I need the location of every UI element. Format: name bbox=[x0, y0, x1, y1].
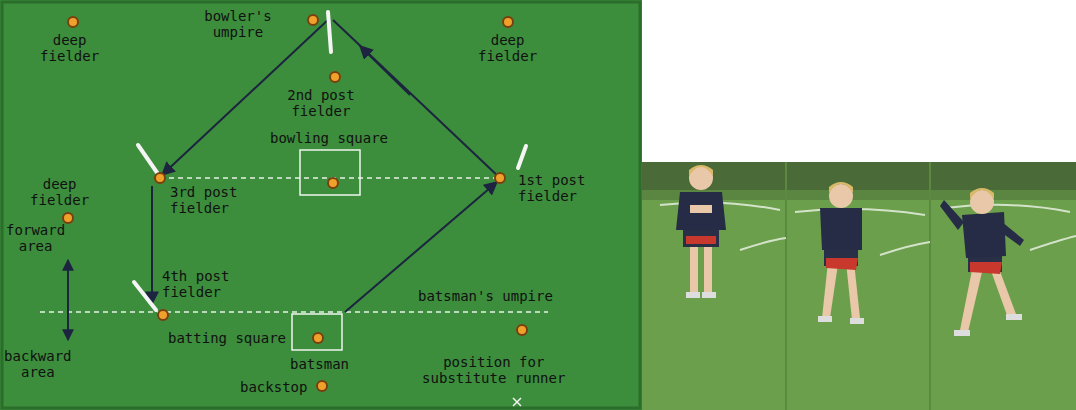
field-label: batsman's umpire bbox=[418, 288, 553, 304]
area-arrow bbox=[67, 260, 69, 340]
dashed-line bbox=[40, 311, 548, 313]
field-label: batsman bbox=[290, 356, 349, 372]
field bbox=[0, 0, 642, 410]
field-label: 1st post fielder bbox=[518, 172, 594, 204]
field-label: deep fielder bbox=[38, 32, 101, 64]
running-track bbox=[152, 18, 500, 312]
post bbox=[134, 12, 526, 310]
field-label: 3rd post fielder bbox=[170, 184, 246, 216]
fielder-dot bbox=[63, 15, 527, 391]
field-label: bowling square bbox=[270, 130, 388, 146]
field-label: position for substitute runner bbox=[420, 354, 568, 386]
field-label: 4th post fielder bbox=[162, 268, 238, 300]
field-label: deep fielder bbox=[476, 32, 539, 64]
field-label: backward area bbox=[2, 348, 74, 380]
bowling-square bbox=[300, 150, 360, 195]
runner-mark bbox=[513, 398, 521, 406]
field-label: forward area bbox=[4, 222, 67, 254]
photo-sequence bbox=[642, 162, 1076, 410]
field-label: batting square bbox=[168, 330, 286, 346]
field-label: 2nd post fielder bbox=[283, 87, 359, 119]
field-label: backstop bbox=[240, 379, 307, 395]
field-label: bowler's umpire bbox=[200, 8, 276, 40]
batting-square bbox=[292, 314, 342, 350]
field-label: deep fielder bbox=[28, 176, 91, 208]
